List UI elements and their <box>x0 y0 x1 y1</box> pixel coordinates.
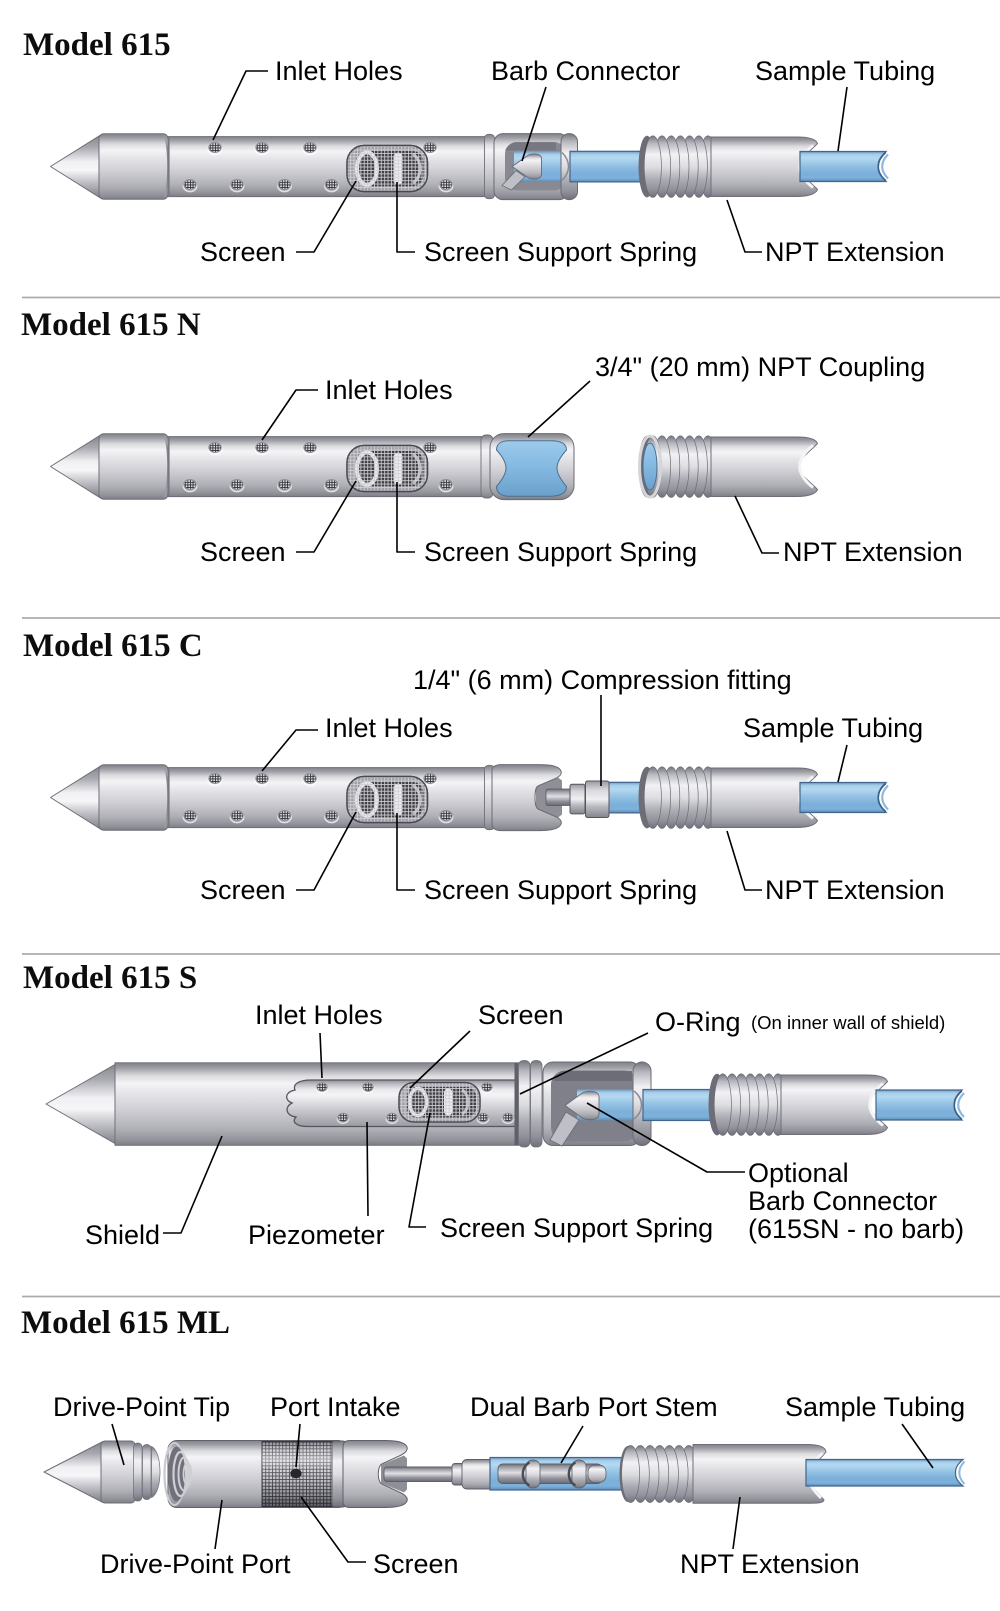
svg-text:Sample Tubing: Sample Tubing <box>785 1392 965 1422</box>
svg-text:3/4" (20 mm) NPT Coupling: 3/4" (20 mm) NPT Coupling <box>595 352 925 382</box>
svg-text:NPT Extension: NPT Extension <box>783 537 963 567</box>
svg-text:Dual Barb Port Stem: Dual Barb Port Stem <box>470 1392 718 1422</box>
svg-text:Drive-Point Port: Drive-Point Port <box>100 1549 291 1579</box>
svg-text:Model 615 N: Model 615 N <box>21 307 201 343</box>
svg-text:Drive-Point Tip: Drive-Point Tip <box>53 1392 230 1422</box>
svg-text:Sample Tubing: Sample Tubing <box>743 713 923 743</box>
svg-text:Piezometer: Piezometer <box>248 1220 385 1250</box>
svg-text:NPT Extension: NPT Extension <box>680 1549 860 1579</box>
svg-text:Barb Connector: Barb Connector <box>491 56 680 86</box>
svg-text:Inlet Holes: Inlet Holes <box>275 56 403 86</box>
svg-text:Barb Connector: Barb Connector <box>748 1186 937 1216</box>
svg-text:Model 615 ML: Model 615 ML <box>21 1305 230 1341</box>
svg-text:Sample Tubing: Sample Tubing <box>755 56 935 86</box>
svg-text:Screen Support Spring: Screen Support Spring <box>424 537 697 567</box>
svg-text:Screen: Screen <box>373 1549 459 1579</box>
svg-text:O-Ring: O-Ring <box>655 1007 741 1037</box>
svg-text:Screen: Screen <box>200 237 286 267</box>
svg-text:Model 615 S: Model 615 S <box>23 960 197 996</box>
svg-text:Screen: Screen <box>200 537 286 567</box>
svg-text:Inlet Holes: Inlet Holes <box>325 375 453 405</box>
svg-text:(On inner wall of shield): (On inner wall of shield) <box>751 1012 945 1033</box>
svg-text:Port Intake: Port Intake <box>270 1392 401 1422</box>
svg-text:Inlet Holes: Inlet Holes <box>255 1000 383 1030</box>
svg-text:(615SN - no barb): (615SN - no barb) <box>748 1214 964 1244</box>
svg-text:Model 615 C: Model 615 C <box>23 628 203 664</box>
svg-text:Model 615: Model 615 <box>23 27 171 63</box>
svg-text:Screen Support Spring: Screen Support Spring <box>424 875 697 905</box>
svg-text:Screen Support Spring: Screen Support Spring <box>440 1213 713 1243</box>
svg-text:Screen: Screen <box>200 875 286 905</box>
svg-text:Optional: Optional <box>748 1158 849 1188</box>
svg-text:1/4" (6 mm) Compression fittin: 1/4" (6 mm) Compression fitting <box>413 665 792 695</box>
svg-text:Screen: Screen <box>478 1000 564 1030</box>
svg-text:Inlet Holes: Inlet Holes <box>325 713 453 743</box>
svg-text:Shield: Shield <box>85 1220 160 1250</box>
svg-text:NPT Extension: NPT Extension <box>765 237 945 267</box>
svg-text:NPT Extension: NPT Extension <box>765 875 945 905</box>
svg-text:Screen Support Spring: Screen Support Spring <box>424 237 697 267</box>
